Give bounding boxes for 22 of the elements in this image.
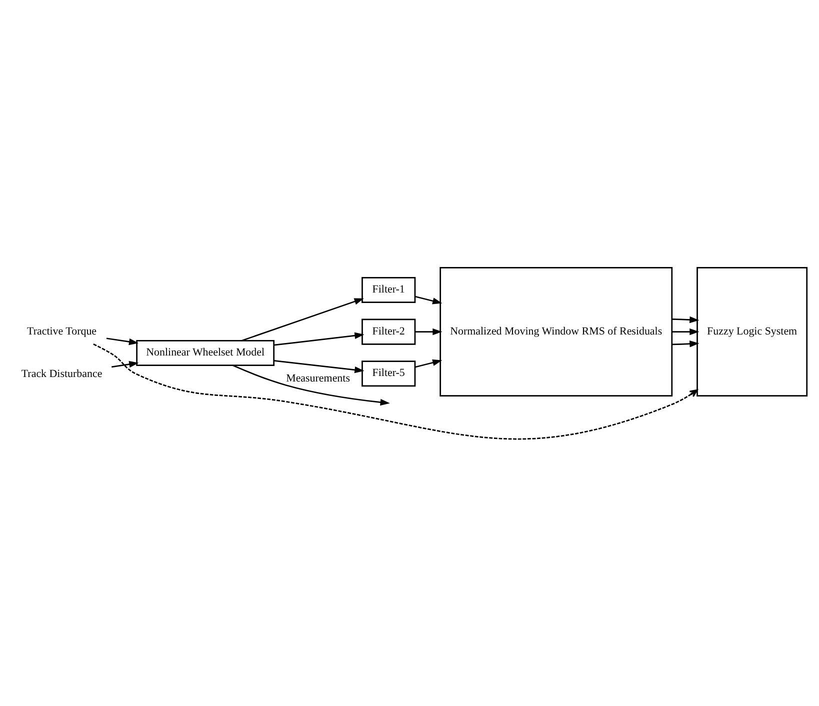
arrow [242,298,364,341]
arrow [112,360,139,368]
arrow [274,332,364,346]
node-box: Filter-1 [362,276,416,303]
arrow [414,358,442,368]
arrow [414,295,442,304]
node-box: Nonlinear Wheelset Model [136,340,275,366]
edge-label: Measurements [286,372,350,384]
node-text: Tractive Torque [27,324,97,337]
arrow [672,316,700,323]
node-box: Filter-2 [362,318,416,344]
arrow [672,340,700,347]
node-box: Fuzzy Logic System [696,266,808,396]
node-box: Normalized Moving Window RMS of Residuals [440,266,673,396]
arrow [274,360,364,373]
node-text: Track Disturbance [21,367,102,380]
arrow [93,343,698,440]
arrow [415,328,442,335]
arrow [672,328,700,335]
arrow [232,364,390,406]
arrow [106,337,139,345]
node-box: Filter-5 [362,360,416,386]
